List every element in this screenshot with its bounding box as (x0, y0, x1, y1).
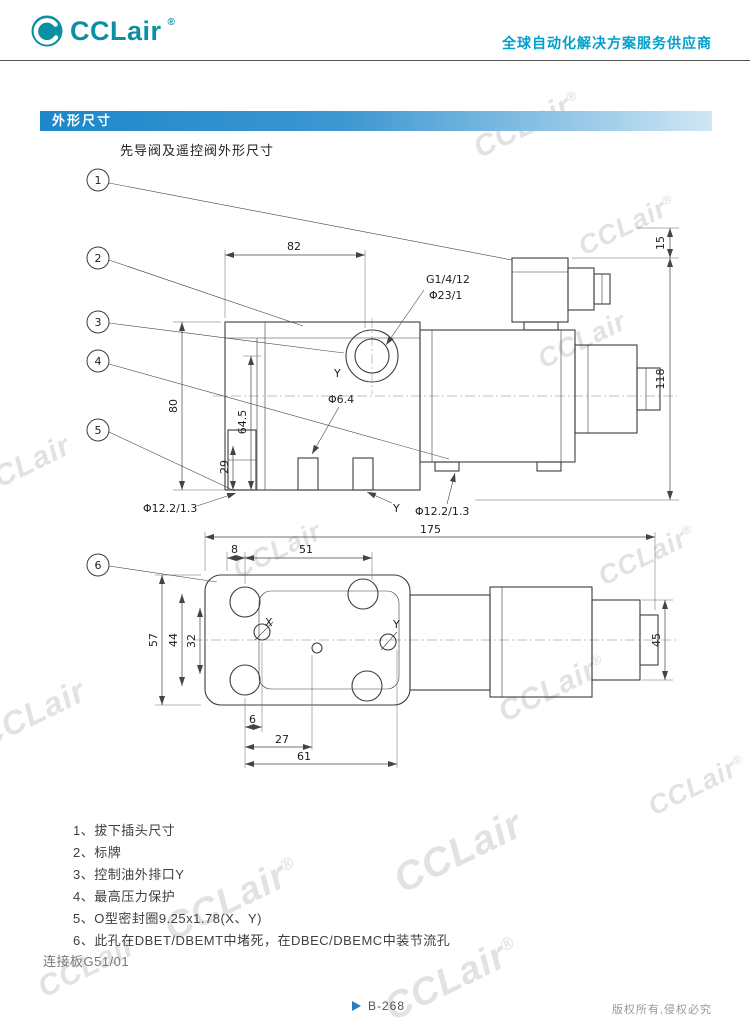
plan-view-dimensions: 175 8 51 57 44 32 X Y (147, 523, 673, 768)
note-item: 1、拔下插头尺寸 (73, 823, 176, 838)
callouts: 1 2 3 4 5 6 (86, 168, 513, 583)
dia-6-4-label: Φ6.4 (328, 393, 354, 406)
svg-text:3: 3 (95, 316, 102, 329)
note-item: 3、控制油外排口Y (73, 867, 185, 882)
dim-82-label: 82 (287, 240, 301, 253)
dim-44-label: 44 (167, 633, 180, 647)
port-x-label: X (265, 616, 273, 629)
brand-logo-icon (31, 15, 63, 47)
dim-6-label: 6 (249, 713, 256, 726)
note-item: 6、此孔在DBET/DBEMT中堵死，在DBEC/DBEMC中装节流孔 (73, 933, 451, 948)
svg-text:5: 5 (95, 424, 102, 437)
dim-51-label: 51 (299, 543, 313, 556)
dim-32-label: 32 (185, 634, 198, 648)
note-item: 5、O型密封圈9.25x1.78(X、Y) (73, 911, 262, 926)
svg-text:1: 1 (95, 174, 102, 187)
port-y-label: Y (392, 618, 400, 631)
side-view-dimensions: 82 G1/4/12 Φ23/1 15 118 80 (143, 227, 679, 518)
dim-80-label: 80 (167, 399, 180, 413)
page-number: B-268 (352, 999, 405, 1013)
dim-45-label: 45 (650, 633, 663, 647)
svg-text:6: 6 (95, 559, 102, 572)
header-tagline: 全球自动化解决方案服务供应商 (502, 35, 712, 51)
port-y (379, 633, 397, 651)
dim-27-label: 27 (275, 733, 289, 746)
note-item: 4、最高压力保护 (73, 889, 176, 904)
page-number-label: B-268 (368, 999, 406, 1013)
mounting-hole (229, 586, 261, 618)
callout-4 (86, 349, 110, 373)
svg-text:2: 2 (95, 252, 102, 265)
connector-plug (511, 257, 611, 331)
callout-5 (86, 418, 110, 442)
callout-6 (86, 553, 110, 577)
dim-61-label: 61 (297, 750, 311, 763)
registered-mark: ® (167, 16, 175, 28)
drawing-subtitle: 先导阀及遥控阀外形尺寸 (120, 143, 275, 158)
adjust-nut (636, 367, 661, 411)
note-item: 2、标牌 (73, 845, 122, 860)
brand-logo: CCLair ® (30, 14, 175, 48)
callout-3 (86, 310, 110, 334)
subplate-note: 连接板G51/01 (43, 954, 130, 969)
plan-view (193, 574, 677, 706)
brand-logo-text: CCLair (70, 15, 162, 46)
thread-g14-label: G1/4/12 (426, 273, 470, 286)
page-number-triangle-icon (352, 1001, 361, 1011)
technical-drawing: 82 G1/4/12 Φ23/1 15 118 80 (45, 160, 705, 815)
section-title-bar: 外形尺寸 (40, 111, 712, 131)
dim-118-label: 118 (654, 369, 667, 390)
port-y-side-label: Y (333, 367, 341, 380)
dia-23-label: Φ23/1 (429, 289, 462, 302)
mounting-hole (347, 578, 379, 610)
dim-15-label: 15 (654, 236, 667, 250)
dim-175-label: 175 (420, 523, 441, 536)
notes-list: 1、拔下插头尺寸 2、标牌 3、控制油外排口Y 4、最高压力保护 5、O型密封圈… (73, 820, 450, 952)
port-y-bottom-label: Y (392, 502, 400, 515)
dia-12-right-label: Φ12.2/1.3 (415, 505, 469, 518)
mounting-hole (229, 664, 261, 696)
section-title: 外形尺寸 (52, 113, 113, 128)
dim-57-label: 57 (147, 633, 160, 647)
svg-text:4: 4 (95, 355, 102, 368)
solenoid-plan (489, 586, 593, 698)
callout-2 (86, 246, 110, 270)
port-x (253, 623, 271, 641)
port-y-boss (345, 329, 399, 383)
header-divider (0, 60, 750, 61)
copyright-notice: 版权所有,侵权必究 (611, 1004, 712, 1016)
dim-8-label: 8 (231, 543, 238, 556)
mounting-hole (351, 670, 383, 702)
callout-1 (86, 168, 110, 192)
dim-64-5-label: 64.5 (236, 410, 249, 435)
dia-12-left-label: Φ12.2/1.3 (143, 502, 197, 515)
dim-29-label: 29 (218, 460, 231, 474)
